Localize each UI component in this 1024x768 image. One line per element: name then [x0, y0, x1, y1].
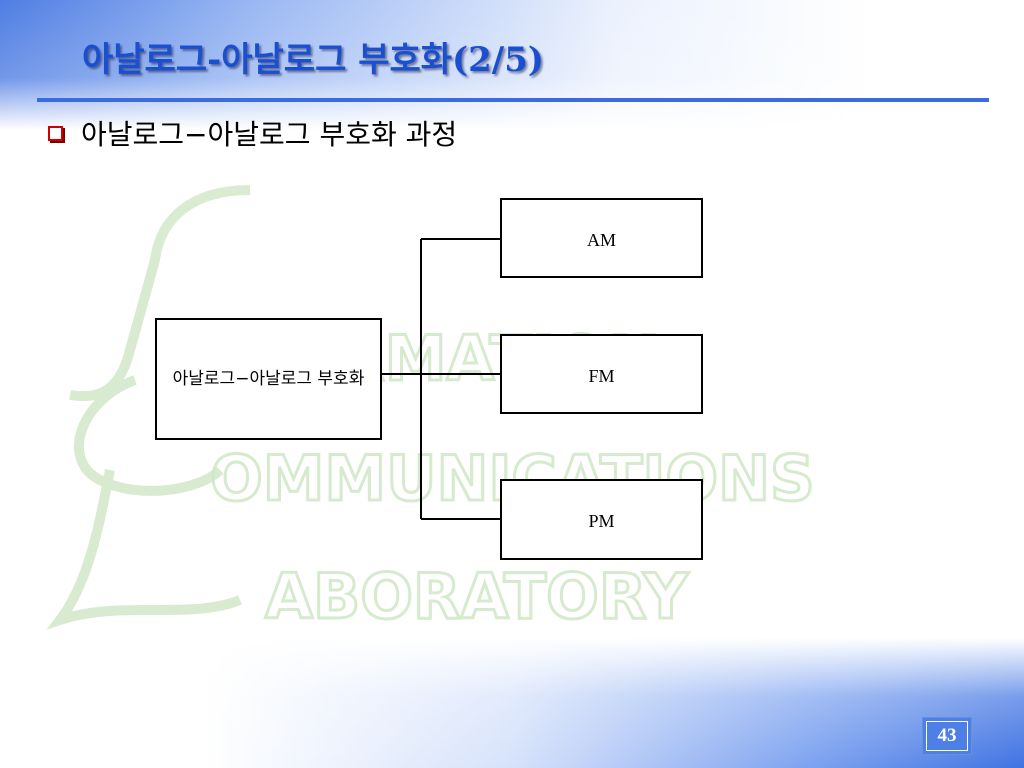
- watermark-swirl-c: [74, 375, 224, 496]
- title-divider: [37, 98, 989, 102]
- source-node-label: 아날로그−아날로그 부호화: [172, 369, 365, 389]
- branch-node-fm: FM: [500, 334, 703, 414]
- bullet-item: 아날로그−아날로그 부호화 과정: [48, 113, 457, 153]
- bullet-text: 아날로그−아날로그 부호화 과정: [81, 118, 458, 151]
- source-node-analog-analog-encoding: 아날로그−아날로그 부호화: [155, 318, 382, 440]
- watermark-swirl-i: [69, 185, 251, 402]
- branch-label-pm: PM: [588, 511, 615, 531]
- branch-node-am: AM: [500, 198, 703, 278]
- checkbox-bullet-icon: [48, 125, 63, 141]
- slide-title: 아날로그-아날로그 부호화(2/5): [82, 40, 544, 80]
- branch-label-fm: FM: [588, 366, 615, 386]
- header-gradient-fade: [0, 0, 1024, 130]
- branch-node-pm: PM: [500, 479, 703, 560]
- branch-label-am: AM: [586, 230, 616, 250]
- page-number-badge: 43: [922, 717, 972, 755]
- watermark-line-laboratory: ABORATORY: [265, 560, 689, 633]
- page-number: 43: [937, 725, 957, 746]
- footer-gradient-fade: [0, 638, 1024, 768]
- watermark-swirl-l: [46, 469, 242, 630]
